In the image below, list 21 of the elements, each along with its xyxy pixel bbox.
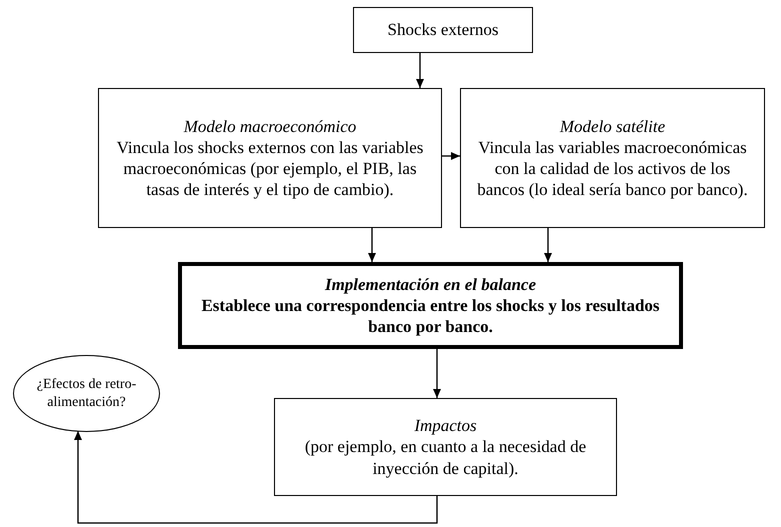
process-box: [178, 262, 683, 349]
box-text: Vincula las variables macroeconómicas con la calidad de los activos de los bancos (lo ideal sería banco por banco).: [476, 136, 749, 200]
box-heading: Modelo satélite: [560, 116, 666, 137]
box-heading: Modelo macroeconómico: [184, 116, 356, 137]
box-text: ¿Efectos de retro-alimentación?: [36, 376, 138, 411]
arrow: [368, 228, 376, 262]
arrow: [442, 152, 460, 160]
process-box: [274, 398, 617, 496]
arrow: [433, 349, 441, 398]
process-box: [98, 88, 442, 228]
process-box: [460, 88, 765, 228]
process-box: [353, 7, 533, 53]
box-text: Establece una correspondencia entre los shocks y los resultados banco por banco.: [200, 294, 661, 338]
box-text: Vincula los shocks externos con las variables macroeconómicas (por ejemplo, el PIB, las tasas de interés y el tipo de cambio).: [116, 136, 424, 200]
arrow: [74, 431, 438, 524]
arrow: [544, 228, 552, 262]
arrow: [416, 53, 424, 88]
box-heading: Implementación en el balance: [324, 274, 536, 295]
box-heading: Impactos: [414, 415, 477, 436]
box-text: (por ejemplo, en cuanto a la necesidad de inyección de capital).: [304, 436, 588, 479]
box-text: Shocks externos: [388, 19, 498, 41]
